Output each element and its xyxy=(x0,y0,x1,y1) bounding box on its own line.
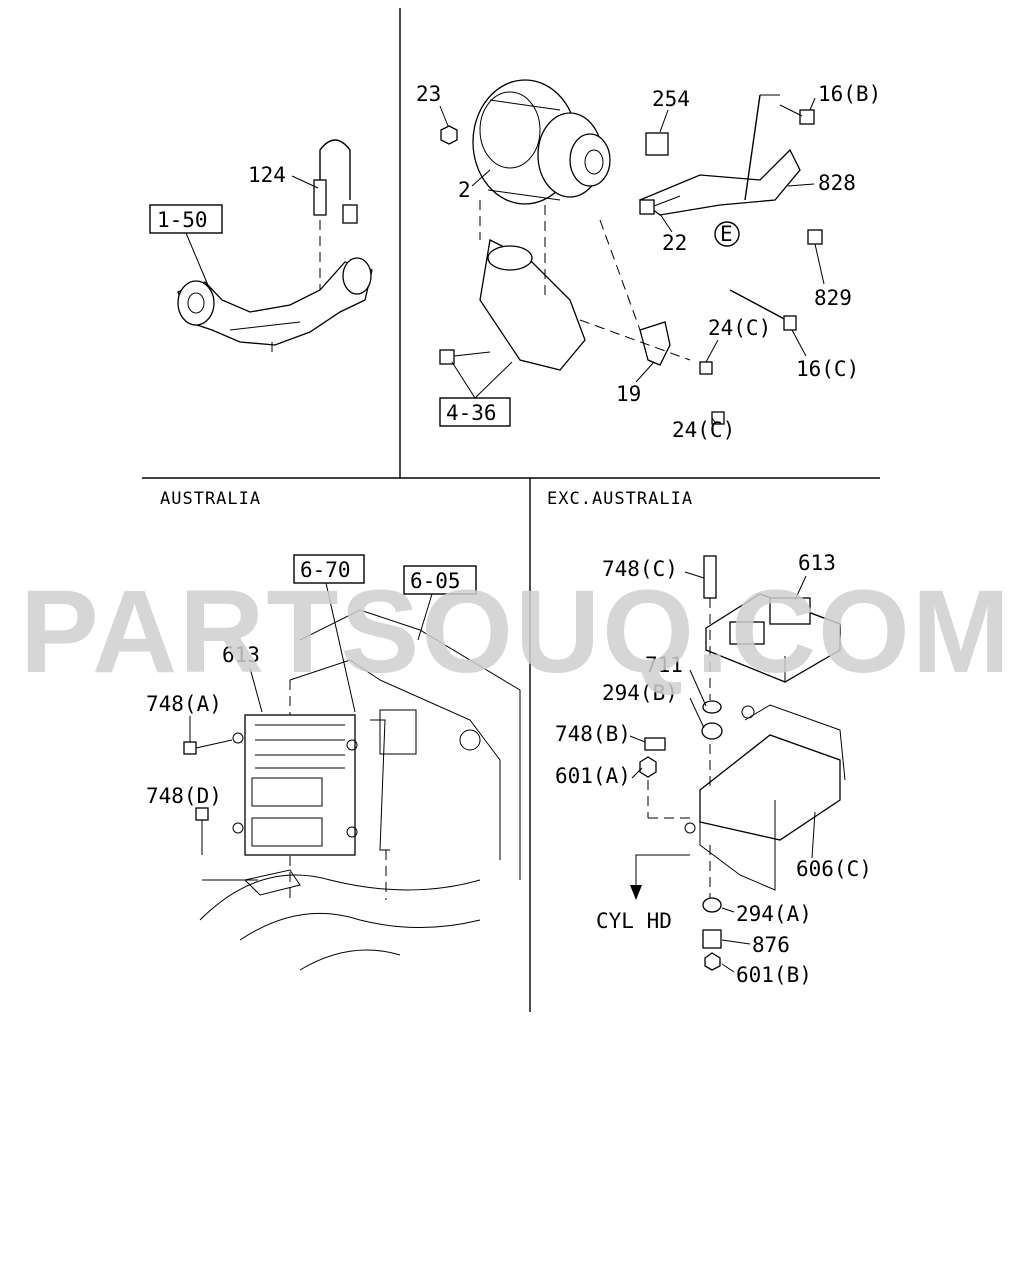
bracket-19-drawing xyxy=(579,319,691,366)
ecm-brackets-australia xyxy=(244,719,390,896)
section-title-exc-australia: EXC.AUSTRALIA xyxy=(547,489,693,509)
small-fasteners xyxy=(439,104,823,425)
label-e: E xyxy=(720,222,733,246)
label-24c-upper: 24(C) xyxy=(708,316,771,340)
ecm-module-exc-australia[interactable] xyxy=(705,593,841,683)
watermark: PARTSOUQ.COM xyxy=(20,566,1012,698)
label-748d: 748(D) xyxy=(146,784,222,808)
label-16c: 16(C) xyxy=(796,357,859,381)
label-23: 23 xyxy=(416,82,441,106)
oxygen-sensor-drawing xyxy=(313,139,358,290)
cyl-hd-arrow xyxy=(630,854,690,900)
fasteners-exc-australia xyxy=(639,555,723,971)
ref-6-05: 6-05 xyxy=(410,569,461,593)
label-613-exc-australia: 613 xyxy=(798,551,836,575)
label-254: 254 xyxy=(652,87,690,111)
label-22: 22 xyxy=(662,231,687,255)
alternator-drawing xyxy=(472,79,611,205)
ref-box-6-70[interactable]: 6-70 xyxy=(293,554,365,713)
label-294a: 294(A) xyxy=(736,902,812,926)
ref-1-50: 1-50 xyxy=(157,208,208,232)
leader-124 xyxy=(291,175,319,189)
label-cyl-hd: CYL HD xyxy=(596,909,672,933)
chassis-panel-drawing xyxy=(199,609,521,971)
label-748a: 748(A) xyxy=(146,692,222,716)
label-613-australia: 613 xyxy=(222,643,260,667)
ref-box-1-50[interactable]: 1-50 xyxy=(149,204,223,291)
callout-e: E xyxy=(714,221,740,247)
label-748b: 748(B) xyxy=(555,722,631,746)
section-title-australia: AUSTRALIA xyxy=(160,489,261,509)
bolts-australia xyxy=(183,739,258,881)
long-bolt-16c xyxy=(729,289,797,331)
label-711: 711 xyxy=(645,653,683,677)
label-876: 876 xyxy=(752,933,790,957)
label-2: 2 xyxy=(458,178,471,202)
label-19: 19 xyxy=(616,382,641,406)
label-24c-lower: 24(C) xyxy=(672,418,735,442)
label-606c: 606(C) xyxy=(796,857,872,881)
adjusting-bar-drawing xyxy=(638,94,801,216)
section-dividers xyxy=(142,8,880,1012)
ref-4-36: 4-36 xyxy=(446,401,497,425)
ref-6-70: 6-70 xyxy=(300,558,351,582)
label-124: 124 xyxy=(248,163,286,187)
label-748c: 748(C) xyxy=(602,557,678,581)
label-601a: 601(A) xyxy=(555,764,631,788)
label-829: 829 xyxy=(814,286,852,310)
label-16b: 16(B) xyxy=(818,82,881,106)
label-601b: 601(B) xyxy=(736,963,812,987)
ecm-bracket-exc-australia xyxy=(684,704,846,891)
exhaust-pipe-drawing xyxy=(177,257,373,352)
ref-box-6-05[interactable]: 6-05 xyxy=(403,565,477,641)
label-294b: 294(B) xyxy=(602,681,678,705)
ecm-module-australia[interactable] xyxy=(232,714,358,856)
label-828: 828 xyxy=(818,171,856,195)
alternator-bracket-drawing xyxy=(479,200,641,371)
ref-box-4-36[interactable]: 4-36 xyxy=(439,361,513,427)
